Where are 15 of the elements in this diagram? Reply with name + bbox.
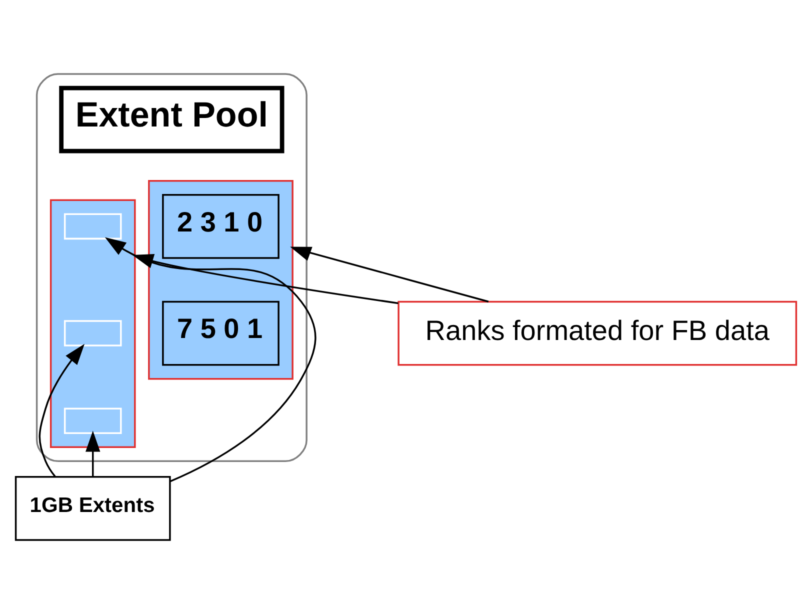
node-box: Extent Pool [59, 86, 284, 154]
cluster [50, 199, 136, 448]
node-box [64, 213, 122, 240]
node-box: 7 5 0 1 [162, 300, 280, 366]
cluster [148, 180, 294, 380]
node-box: 2 3 1 0 [162, 194, 280, 259]
cluster [36, 73, 308, 462]
node-box [64, 320, 122, 346]
arrow [132, 254, 398, 304]
arrow [290, 246, 489, 302]
node-box: Ranks formated for FB data [398, 300, 798, 366]
node-box: 1GB Extents [14, 476, 171, 541]
node-box [64, 408, 122, 434]
arrow [86, 430, 100, 477]
arrow [104, 237, 316, 482]
